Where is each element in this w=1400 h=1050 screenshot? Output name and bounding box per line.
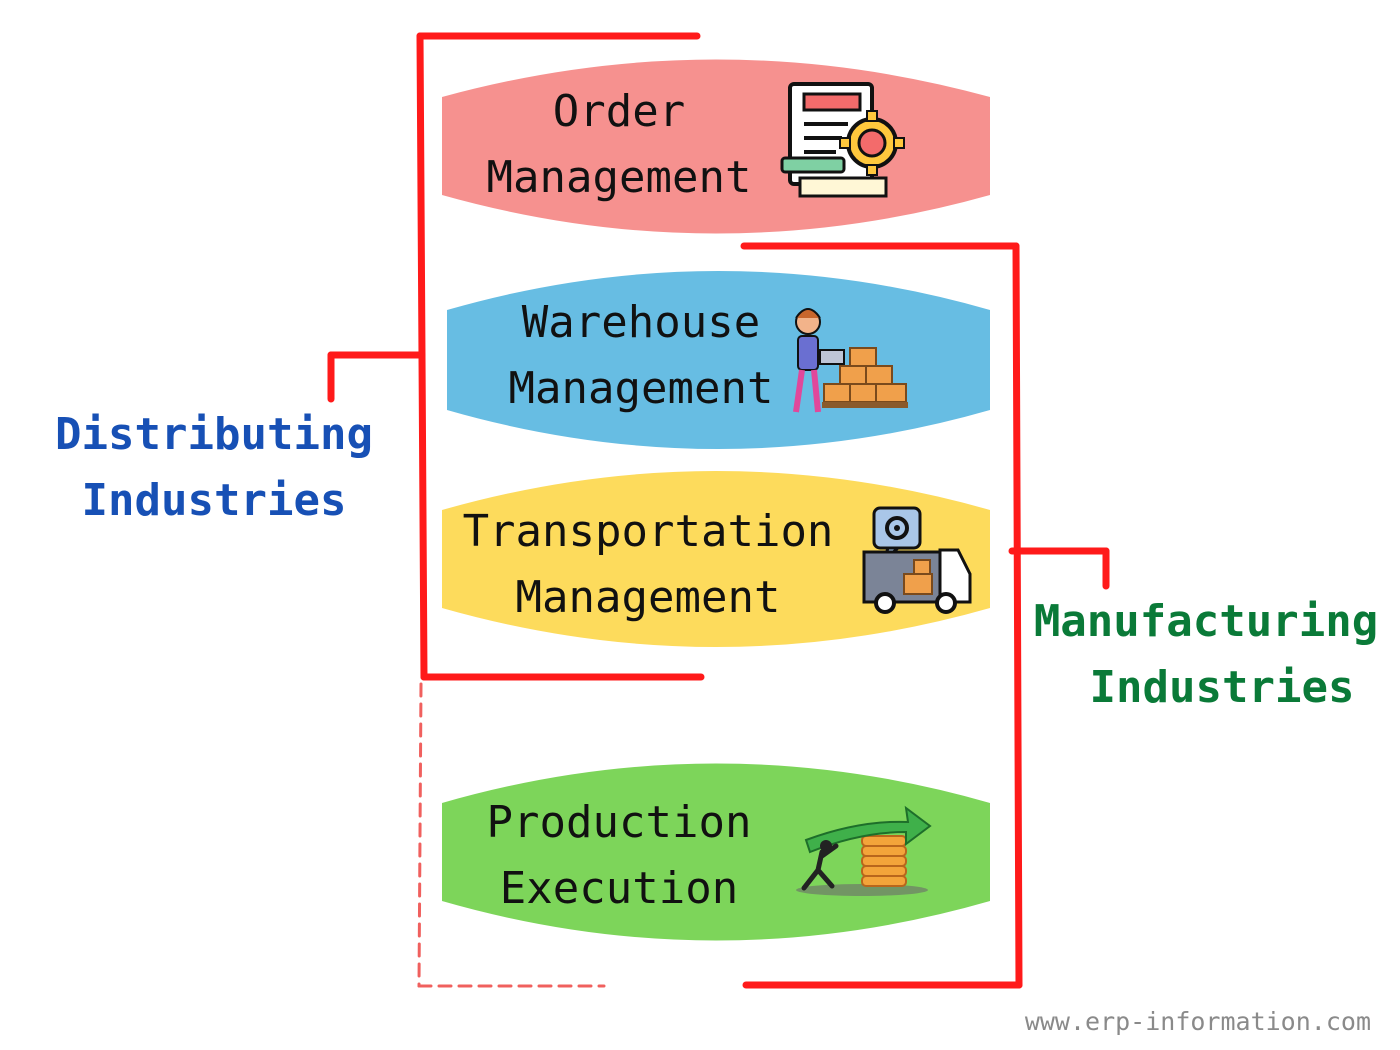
manufacturing-industries-label-line-1: Manufacturing	[1034, 596, 1378, 647]
production-execution-title-line-2: Execution	[500, 863, 738, 914]
warehouse-management-title-line-1: Warehouse	[522, 297, 760, 348]
order-management-title-line-1: Order	[553, 86, 685, 137]
distributing-bracket-dashed-extension	[417, 682, 606, 988]
production-execution-title-line-1: Production	[487, 797, 752, 848]
module-warehouse-management: Warehouse Management	[447, 271, 990, 449]
transportation-management-title-line-1: Transportation	[463, 506, 834, 557]
module-production-execution: Production Execution	[442, 763, 990, 941]
order-management-title-line-2: Management	[487, 152, 752, 203]
manufacturing-bracket	[740, 242, 1110, 989]
manufacturing-industries-label-line-2: Industries	[1090, 662, 1355, 713]
delivery-truck-gear-icon	[862, 506, 972, 614]
transportation-management-title-line-2: Management	[516, 572, 781, 623]
distributing-bracket	[327, 32, 705, 681]
watermark-url: www.erp-information.com	[1025, 1007, 1371, 1036]
growth-arrow-coins-icon	[796, 805, 932, 896]
production-execution-shape	[442, 763, 990, 941]
order-document-gear-icon	[780, 82, 905, 198]
distributing-industries-label-line-2: Industries	[82, 475, 347, 526]
order-management-shape	[442, 59, 990, 234]
distributing-industries-label-line-1: Distributing	[55, 409, 373, 460]
warehouse-worker-boxes-icon	[793, 308, 908, 413]
module-transportation-management: Transportation Management	[442, 471, 990, 647]
warehouse-management-title-line-2: Management	[509, 363, 774, 414]
module-order-management: Order Management	[442, 59, 990, 234]
transportation-management-shape	[442, 471, 990, 647]
